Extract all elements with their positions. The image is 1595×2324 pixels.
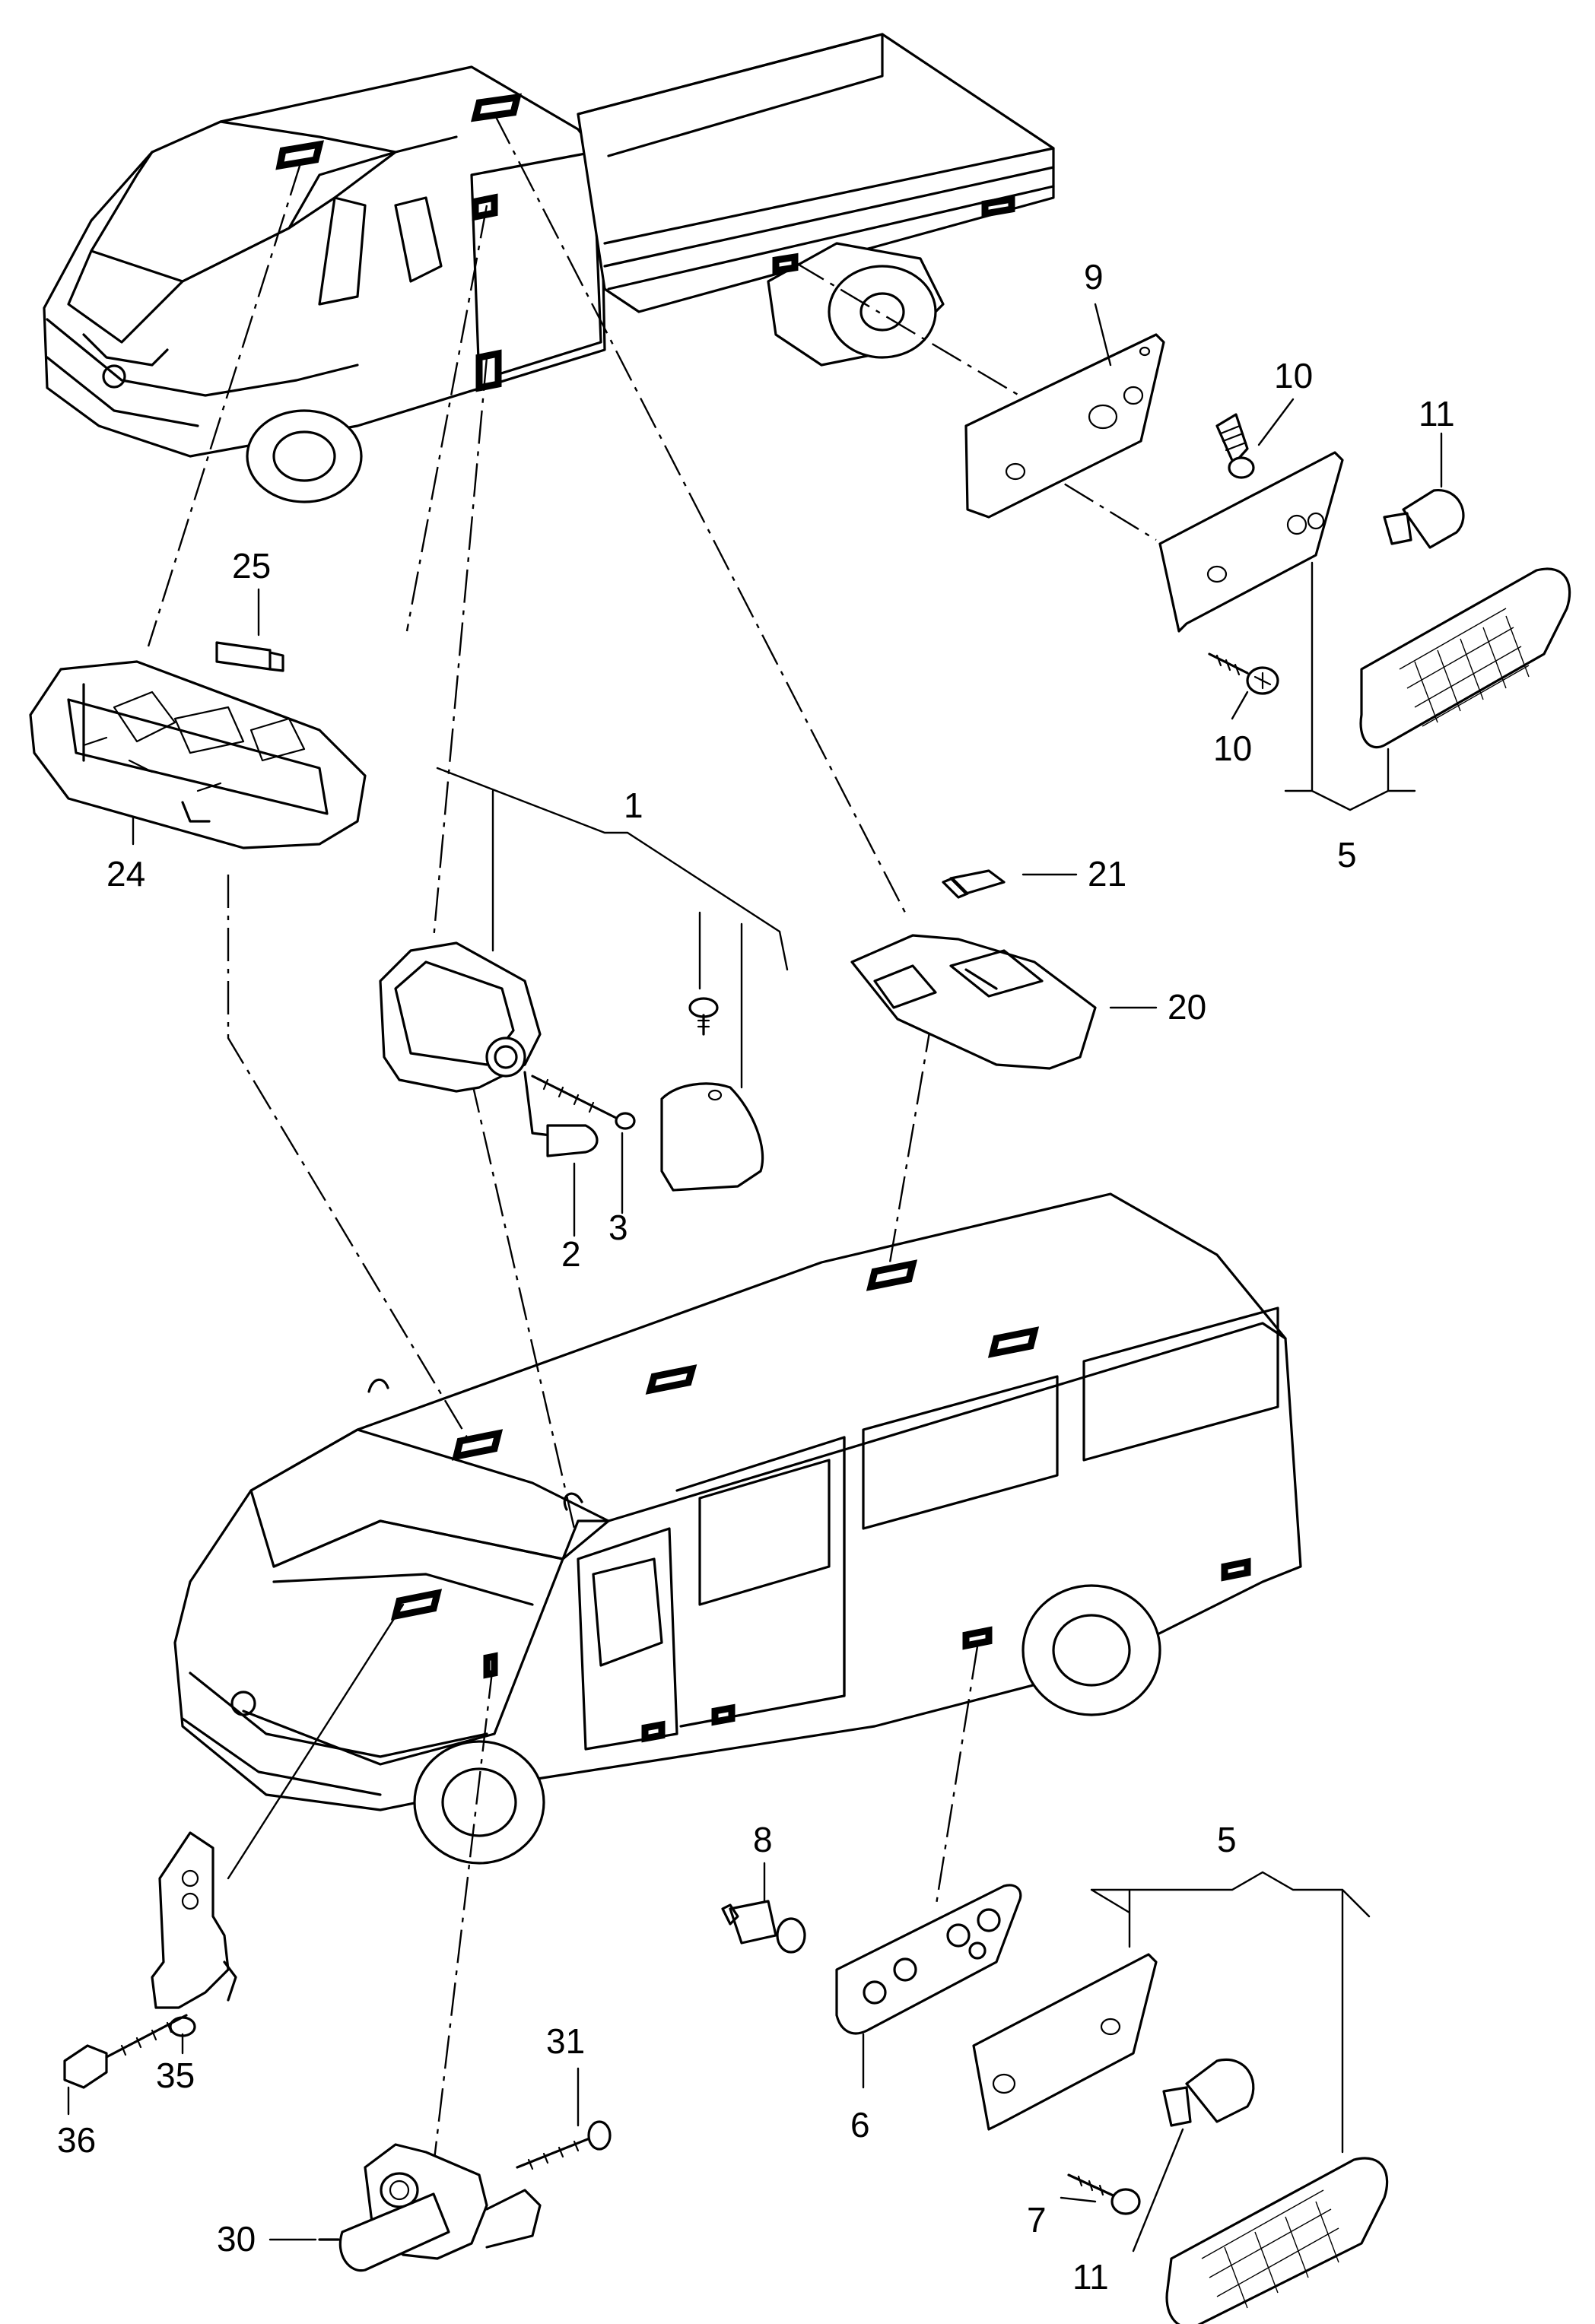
screw-part-31: [516, 2120, 612, 2170]
callout-leaders: [67, 303, 1443, 2253]
callout-25: 25: [232, 546, 271, 586]
pickup-truck-illustration: [43, 33, 1055, 503]
gasket-part-6: [835, 1884, 1022, 2035]
callout-11-lower: 11: [1072, 2257, 1109, 2297]
callout-9: 9: [1084, 257, 1104, 297]
festoon-bulb-part-21: [942, 869, 1006, 899]
callout-35: 35: [156, 2056, 195, 2095]
bolt-part-36: [63, 2014, 188, 2089]
interior-light-housing-part-24: [29, 660, 367, 849]
callout-1: 1: [624, 786, 643, 825]
door-switch-part-30: [318, 2143, 542, 2272]
callout-6: 6: [850, 2105, 870, 2145]
callout-11-upper: 11: [1419, 394, 1455, 433]
callout-20: 20: [1168, 987, 1206, 1027]
gasket-plate-part-5-upper: [1158, 451, 1344, 633]
screw-part-10-upper: [1215, 413, 1255, 479]
gasket-plate-part-5-lower: [972, 1953, 1158, 2131]
callout-10-lower: 10: [1213, 729, 1252, 768]
festoon-bulb-part-25: [215, 641, 284, 672]
callout-24: 24: [106, 854, 145, 894]
callout-5-lower: 5: [1217, 1820, 1237, 1859]
callout-7: 7: [1027, 2200, 1047, 2240]
callout-8: 8: [753, 1820, 773, 1859]
callout-10-upper: 10: [1274, 356, 1313, 395]
callout-30: 30: [217, 2219, 256, 2259]
van-illustration: [173, 1192, 1302, 1865]
bracket-part-9: [964, 333, 1165, 519]
lens-part-5-upper: [1359, 567, 1571, 749]
callout-3: 3: [608, 1208, 628, 1247]
callout-5-upper: 5: [1337, 835, 1357, 875]
light-housing-part-20: [850, 934, 1097, 1070]
callout-21: 21: [1088, 854, 1126, 894]
callout-36: 36: [57, 2120, 96, 2160]
callout-labels: 1 2 3 5 5 6 7 8 9 10 10 11 11 20 21 24 2…: [57, 257, 1455, 2297]
lamp-bracket-part-35: [151, 1831, 237, 2037]
reading-lamp-part-1: [379, 941, 764, 1192]
screw-part-7: [1067, 2173, 1141, 2215]
bulb-part-11-lower: [1162, 2058, 1255, 2127]
bulb-part-11-upper: [1383, 489, 1465, 549]
callout-2: 2: [561, 1234, 581, 1274]
push-clip-part-8: [721, 1900, 806, 1954]
callout-31: 31: [546, 2021, 585, 2061]
lens-part-5-lower: [1165, 2157, 1389, 2324]
screw-part-10-lower: [1208, 652, 1279, 695]
